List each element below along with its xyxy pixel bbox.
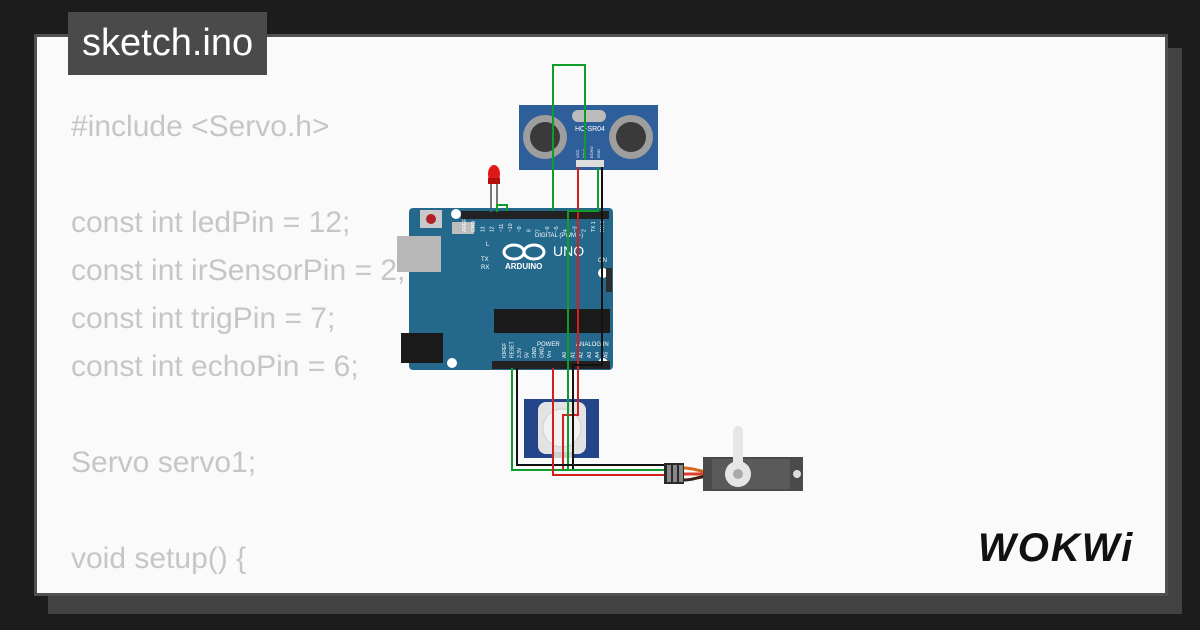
pin-label: 8 xyxy=(526,229,532,232)
pin-label: ~3 xyxy=(572,226,578,232)
pin-label: ~9 xyxy=(517,226,523,232)
pin-label: 7 xyxy=(536,229,542,232)
board-brand: ARDUINO xyxy=(505,262,542,271)
atmega-chip xyxy=(494,309,610,333)
uno-logo-icon xyxy=(502,243,546,261)
pin-label: 13 xyxy=(480,226,486,232)
power-label: POWER xyxy=(537,342,560,348)
code-line: const int trigPin = 7; xyxy=(71,302,336,335)
pin-label: ~11 xyxy=(499,224,505,232)
digital-label: DIGITAL (PWM ~) xyxy=(535,233,583,239)
pin-label: GND xyxy=(471,221,477,233)
pin-label: ~5 xyxy=(554,226,560,232)
code-line: const int echoPin = 6; xyxy=(71,350,359,383)
pin-label: ~6 xyxy=(545,226,551,232)
pin-label: 2 xyxy=(582,229,588,232)
wokwi-logo: WOKWi xyxy=(978,526,1135,570)
digital-header xyxy=(461,211,609,219)
pin-label: A3 xyxy=(587,352,593,358)
pin-label: GND xyxy=(540,347,546,359)
code-line: Servo servo1; xyxy=(71,446,257,479)
code-line: const int ledPin = 12; xyxy=(71,206,351,239)
code-line: const int irSensorPin = 2; xyxy=(71,254,406,287)
code-line: pinMode(ledPin, OUTPUT); xyxy=(71,583,455,593)
power-analog-header xyxy=(492,361,610,369)
pin-label: TX 1 xyxy=(591,221,597,232)
pin-label: Vin xyxy=(547,351,553,358)
pin-label: AREF xyxy=(462,219,468,232)
pin-label: A2 xyxy=(579,352,585,358)
pin-label: GND xyxy=(532,347,538,359)
code-line: #include <Servo.h> xyxy=(71,110,330,143)
pin-label: RESET xyxy=(510,341,516,358)
wires xyxy=(490,64,664,476)
pin-label: A5 xyxy=(604,352,610,358)
pir-motion-sensor[interactable] xyxy=(524,399,599,458)
pin-label: 5V xyxy=(525,351,531,358)
crystal xyxy=(572,110,606,122)
sensor-pin-label: VCC xyxy=(575,149,580,158)
l-led-label: L xyxy=(486,242,490,248)
sensor-label: HC-SR04 xyxy=(575,126,605,133)
file-title-tab[interactable]: sketch.ino xyxy=(68,12,268,75)
pin-label: 3.3V xyxy=(517,347,523,358)
arduino-uno-board[interactable]: UNO ARDUINO DIGITAL (PWM ~) POWER ANALOG… xyxy=(397,208,613,370)
pin-label: 12 xyxy=(490,226,496,232)
pin-label: A1 xyxy=(570,352,576,358)
pin-label: A4 xyxy=(595,352,601,358)
code-listing: #include <Servo.h> const int ledPin = 12;… xyxy=(71,103,455,593)
analog-label: ANALOG IN xyxy=(576,342,609,348)
servo-motor[interactable] xyxy=(664,426,803,491)
sensor-pin-label: ECHO xyxy=(589,146,594,158)
sensor-pin-label: GND xyxy=(596,149,601,158)
power-jack xyxy=(401,333,443,363)
usb-connector xyxy=(397,236,441,272)
pin-label: IOREF xyxy=(502,343,508,358)
code-line: void setup() { xyxy=(71,542,247,575)
pin-label: A0 xyxy=(562,352,568,358)
pin-label: ~10 xyxy=(508,223,514,232)
pin-label: 4 xyxy=(563,229,569,232)
tx-label: TX xyxy=(481,257,489,263)
rx-label: RX xyxy=(481,265,489,271)
